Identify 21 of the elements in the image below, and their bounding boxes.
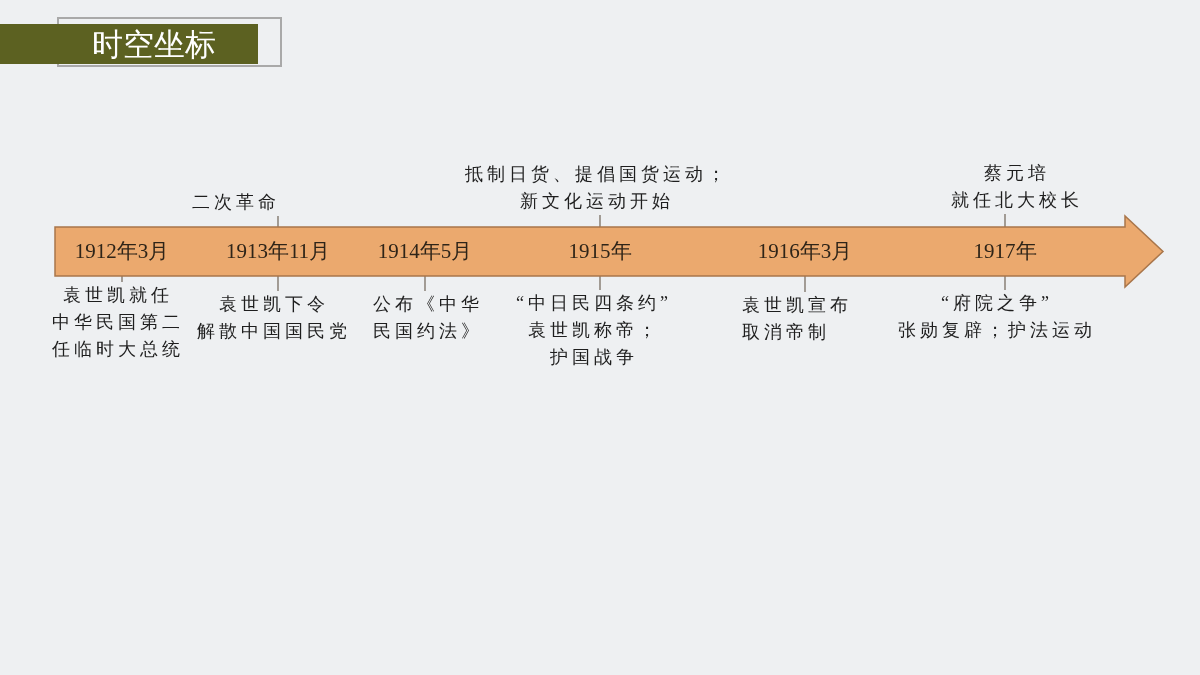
timeline-arrow bbox=[55, 216, 1163, 287]
year-label: 1917年 bbox=[973, 227, 1037, 275]
year-label: 1913年11月 bbox=[225, 227, 331, 275]
event-text: “中日民四条约”袁世凯称帝；护国战争 bbox=[516, 290, 672, 371]
event-text: 公布《中华民国约法》 bbox=[373, 291, 483, 345]
event-text: 袁世凯下令解散中国国民党 bbox=[197, 291, 351, 345]
year-label: 1912年3月 bbox=[74, 227, 170, 275]
event-text: “府院之争”张勋复辟；护法运动 bbox=[898, 290, 1096, 344]
event-text: 袁世凯宣布取消帝制 bbox=[742, 292, 852, 346]
year-label: 1915年 bbox=[568, 227, 632, 275]
year-label: 1914年5月 bbox=[377, 227, 473, 275]
year-label: 1916年3月 bbox=[757, 227, 853, 275]
event-text: 二次革命 bbox=[192, 189, 280, 216]
event-text: 抵制日货、提倡国货运动；新文化运动开始 bbox=[465, 161, 729, 215]
event-text: 袁世凯就任中华民国第二任临时大总统 bbox=[52, 282, 184, 363]
leader-line bbox=[277, 215, 279, 228]
leader-line bbox=[599, 214, 601, 228]
leader-line bbox=[121, 274, 123, 283]
leader-line bbox=[1004, 213, 1006, 228]
title-banner: 时空坐标 bbox=[0, 24, 258, 64]
event-text: 蔡元培就任北大校长 bbox=[951, 160, 1083, 214]
